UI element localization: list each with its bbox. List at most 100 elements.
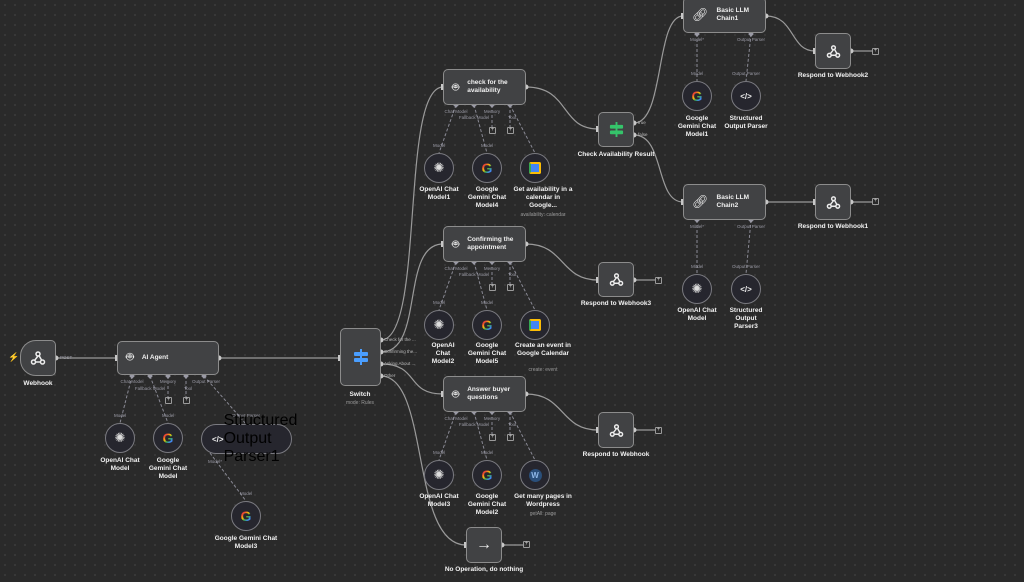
handle-label: Model (433, 450, 446, 455)
ai-agent-title: AI Agent (141, 354, 169, 361)
handle-fallback-model: Fallback Model (458, 422, 490, 427)
openai-icon: ✺ (114, 430, 126, 445)
google-gemini-chat-model4-node[interactable]: G (472, 153, 502, 183)
webhook-icon (826, 195, 840, 209)
openai-icon: ✺ (433, 317, 445, 332)
webhook-icon (30, 351, 46, 365)
handle-memory: Memory (483, 416, 501, 421)
google-gemini-chat-model1-label: Google Gemini Chat Model1 (677, 115, 717, 138)
add-node-button[interactable]: + (655, 427, 662, 434)
openai-chat-model-node[interactable]: ✺ (105, 423, 135, 453)
handle-memory: Memory (159, 379, 177, 384)
edge (380, 243, 444, 353)
google-gemini-chat-model5-node[interactable]: G (472, 310, 502, 340)
robot-icon: 🤖︎ (452, 79, 460, 94)
add-tool-button[interactable]: + (507, 434, 514, 441)
robot-icon: 🤖︎ (126, 349, 134, 364)
structured-output-parser3-label: Structured Output Parser3 (729, 307, 763, 330)
openai-icon: ✺ (433, 467, 445, 482)
output-false: false (638, 132, 648, 137)
respond-to-webhook3-label: Respond to Webhook3 (580, 300, 652, 307)
add-memory-button[interactable]: + (165, 397, 172, 404)
edge (525, 86, 599, 130)
answer-buyer-questions-agent-node[interactable]: 🤖︎ Answer buyer questions (443, 376, 526, 412)
check-availability-title: check for the availability (467, 79, 508, 94)
confirming-appointment-title: Confirming the appointment (467, 236, 514, 251)
google-gemini-chat-model5-label: Google Gemini Chat Model5 (467, 342, 507, 365)
no-operation-label: No Operation, do nothing (444, 566, 524, 573)
google-icon: G (481, 467, 493, 483)
openai-chat-model-label-2: OpenAI Chat Model (677, 307, 717, 322)
add-memory-button[interactable]: + (489, 284, 496, 291)
handle-tool: Tool (183, 386, 193, 391)
trigger-bolt-icon: ⚡ (8, 352, 20, 362)
check-availability-result-node[interactable] (598, 112, 634, 147)
google-gemini-chat-model1-node[interactable]: G (682, 81, 712, 111)
respond-to-webhook-label: Respond to Webhook (582, 451, 650, 458)
respond-to-webhook1-node[interactable] (815, 184, 851, 220)
handle-label: Model (114, 413, 127, 418)
add-node-button[interactable]: + (655, 277, 662, 284)
edge (633, 134, 684, 203)
edge (525, 393, 599, 431)
robot-icon: 🤖︎ (452, 386, 460, 401)
webhook-icon (826, 44, 840, 58)
handle-tool: Tool (507, 115, 517, 120)
no-operation-node[interactable]: → (466, 527, 502, 563)
openai-chat-model-node-2[interactable]: ✺ (682, 274, 712, 304)
handle-chat-model: Chat Model (444, 416, 468, 421)
add-node-button[interactable]: + (872, 48, 879, 55)
google-gemini-chat-model-node[interactable]: G (153, 423, 183, 453)
add-node-button[interactable]: + (523, 541, 530, 548)
respond-to-webhook3-node[interactable] (598, 262, 634, 297)
google-calendar-create-event-node[interactable] (520, 310, 550, 340)
switch-label: Switch (349, 391, 371, 398)
structured-output-parser-node[interactable]: </> (731, 81, 761, 111)
handle-label: Model* (208, 459, 223, 464)
handle-label: Model (240, 491, 253, 496)
openai-icon: ✺ (691, 281, 703, 296)
google-icon: G (240, 508, 252, 524)
basic-llm-chain2-node[interactable]: 🔗︎ Basic LLM Chain2 (683, 184, 766, 220)
add-tool-button[interactable]: + (507, 127, 514, 134)
openai-chat-model3-node[interactable]: ✺ (424, 460, 454, 490)
google-gemini-chat-model3-node[interactable]: G (231, 501, 261, 531)
openai-chat-model1-node[interactable]: ✺ (424, 153, 454, 183)
add-node-button[interactable]: + (872, 198, 879, 205)
add-memory-button[interactable]: + (489, 127, 496, 134)
handle-label: Model (481, 300, 494, 305)
respond-to-webhook1-label: Respond to Webhook1 (797, 223, 869, 230)
link-icon: 🔗︎ (692, 194, 709, 209)
ai-agent-node[interactable]: 🤖︎ AI Agent (117, 341, 219, 375)
respond-to-webhook2-node[interactable] (815, 33, 851, 69)
webhook-icon (609, 423, 623, 437)
edge (633, 15, 684, 124)
output-true: true (638, 120, 646, 125)
respond-to-webhook-node[interactable] (598, 412, 634, 448)
handle-fallback-model: Fallback Model (458, 272, 490, 277)
add-memory-button[interactable]: + (489, 434, 496, 441)
openai-chat-model2-node[interactable]: ✺ (424, 310, 454, 340)
confirming-appointment-agent-node[interactable]: 🤖︎ Confirming the appointment (443, 226, 526, 262)
google-gemini-chat-model2-node[interactable]: G (472, 460, 502, 490)
google-calendar-availability-node[interactable] (520, 153, 550, 183)
add-tool-button[interactable]: + (507, 284, 514, 291)
google-gemini-chat-model-label: Google Gemini Chat Model (148, 457, 188, 480)
structured-output-parser1-node[interactable]: </> Structured Output Parser1 (201, 412, 297, 465)
if-signpost-icon (609, 122, 623, 137)
handle-output-parser: Output Parser (191, 379, 221, 384)
check-availability-agent-node[interactable]: 🤖︎ check for the availability (443, 69, 526, 105)
basic-llm-chain1-title: Basic LLM Chain1 (716, 7, 750, 22)
handle-chat-model: Chat Model (120, 379, 144, 384)
add-tool-button[interactable]: + (183, 397, 190, 404)
switch-node[interactable] (340, 328, 381, 386)
edge (380, 363, 444, 395)
create-event-subtitle: create: event (528, 367, 558, 373)
switch-output-2: Confirming the... (384, 349, 418, 354)
basic-llm-chain1-node[interactable]: 🔗︎ Basic LLM Chain1 (683, 0, 766, 33)
webhook-node[interactable] (20, 340, 56, 376)
wordpress-node[interactable]: W (520, 460, 550, 490)
structured-output-parser3-node[interactable]: </> (731, 274, 761, 304)
handle-output-parser: Output Parser (737, 224, 766, 229)
